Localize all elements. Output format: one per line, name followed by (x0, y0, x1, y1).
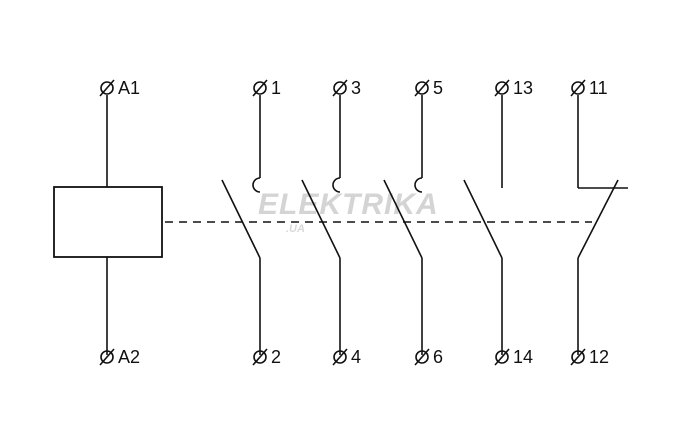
contact-11-12-blade (577, 179, 619, 259)
terminal-a1-label: A1 (118, 78, 140, 98)
terminal-11-label: 11 (589, 78, 608, 98)
contact-5-arc-chute (414, 177, 423, 193)
coil-a1-a2 (53, 95, 163, 355)
terminal-5: 5 (414, 78, 443, 98)
terminal-3-circle (333, 81, 347, 95)
terminal-a2-label: A2 (118, 347, 140, 367)
terminal-2-circle (253, 350, 267, 364)
terminal-a1-circle (100, 81, 114, 95)
terminal-6-slash (414, 348, 430, 366)
contact-3-4 (301, 95, 341, 355)
terminal-1-circle (253, 81, 267, 95)
terminal-1: 1 (252, 78, 281, 98)
terminal-a2-slash (99, 348, 115, 366)
terminal-13: 13 (494, 78, 533, 98)
terminal-3: 3 (332, 78, 361, 98)
contact-1-2 (221, 95, 261, 355)
terminal-a1: A1 (99, 78, 140, 98)
terminal-6-label: 6 (433, 347, 443, 367)
contact-3-4-blade (301, 179, 341, 259)
terminal-12-circle (571, 350, 585, 364)
terminal-13-circle (495, 81, 509, 95)
terminal-1-slash (252, 79, 268, 97)
terminal-14-circle (495, 350, 509, 364)
terminal-a1-slash (99, 79, 115, 97)
terminal-13-slash (494, 79, 510, 97)
contact-11-12 (577, 95, 628, 355)
terminal-a2-circle (100, 350, 114, 364)
terminal-1-label: 1 (271, 78, 281, 98)
contact-5-6 (383, 95, 423, 355)
coil-box (53, 186, 163, 258)
terminal-14-label: 14 (513, 347, 533, 367)
contact-3-arc-chute (332, 177, 341, 193)
watermark-subtext: .UA (286, 223, 305, 235)
terminal-13-label: 13 (513, 78, 533, 98)
terminal-12-slash (570, 348, 586, 366)
terminal-4-slash (332, 348, 348, 366)
terminal-3-slash (332, 79, 348, 97)
terminal-2-slash (252, 348, 268, 366)
terminal-2-label: 2 (271, 347, 281, 367)
terminal-11: 11 (570, 78, 608, 98)
terminal-14: 14 (494, 347, 533, 367)
terminal-12-label: 12 (589, 347, 609, 367)
terminal-5-circle (415, 81, 429, 95)
contact-5-6-blade (383, 179, 423, 259)
terminal-11-circle (571, 81, 585, 95)
terminal-a2: A2 (99, 347, 140, 367)
terminal-5-slash (414, 79, 430, 97)
terminal-14-slash (494, 348, 510, 366)
contact-13-14 (463, 95, 503, 355)
terminal-4: 4 (332, 347, 361, 367)
terminal-2: 2 (252, 347, 281, 367)
terminal-5-label: 5 (433, 78, 443, 98)
terminal-4-circle (333, 350, 347, 364)
terminal-6-circle (415, 350, 429, 364)
watermark-text: ELEKTRIKA (258, 188, 439, 221)
terminal-4-label: 4 (351, 347, 361, 367)
contact-1-2-blade (221, 179, 261, 259)
contact-13-14-blade (463, 179, 503, 259)
terminal-11-slash (570, 79, 586, 97)
terminal-6: 6 (414, 347, 443, 367)
terminal-3-label: 3 (351, 78, 361, 98)
contact-1-arc-chute (252, 177, 261, 193)
terminal-12: 12 (570, 347, 609, 367)
